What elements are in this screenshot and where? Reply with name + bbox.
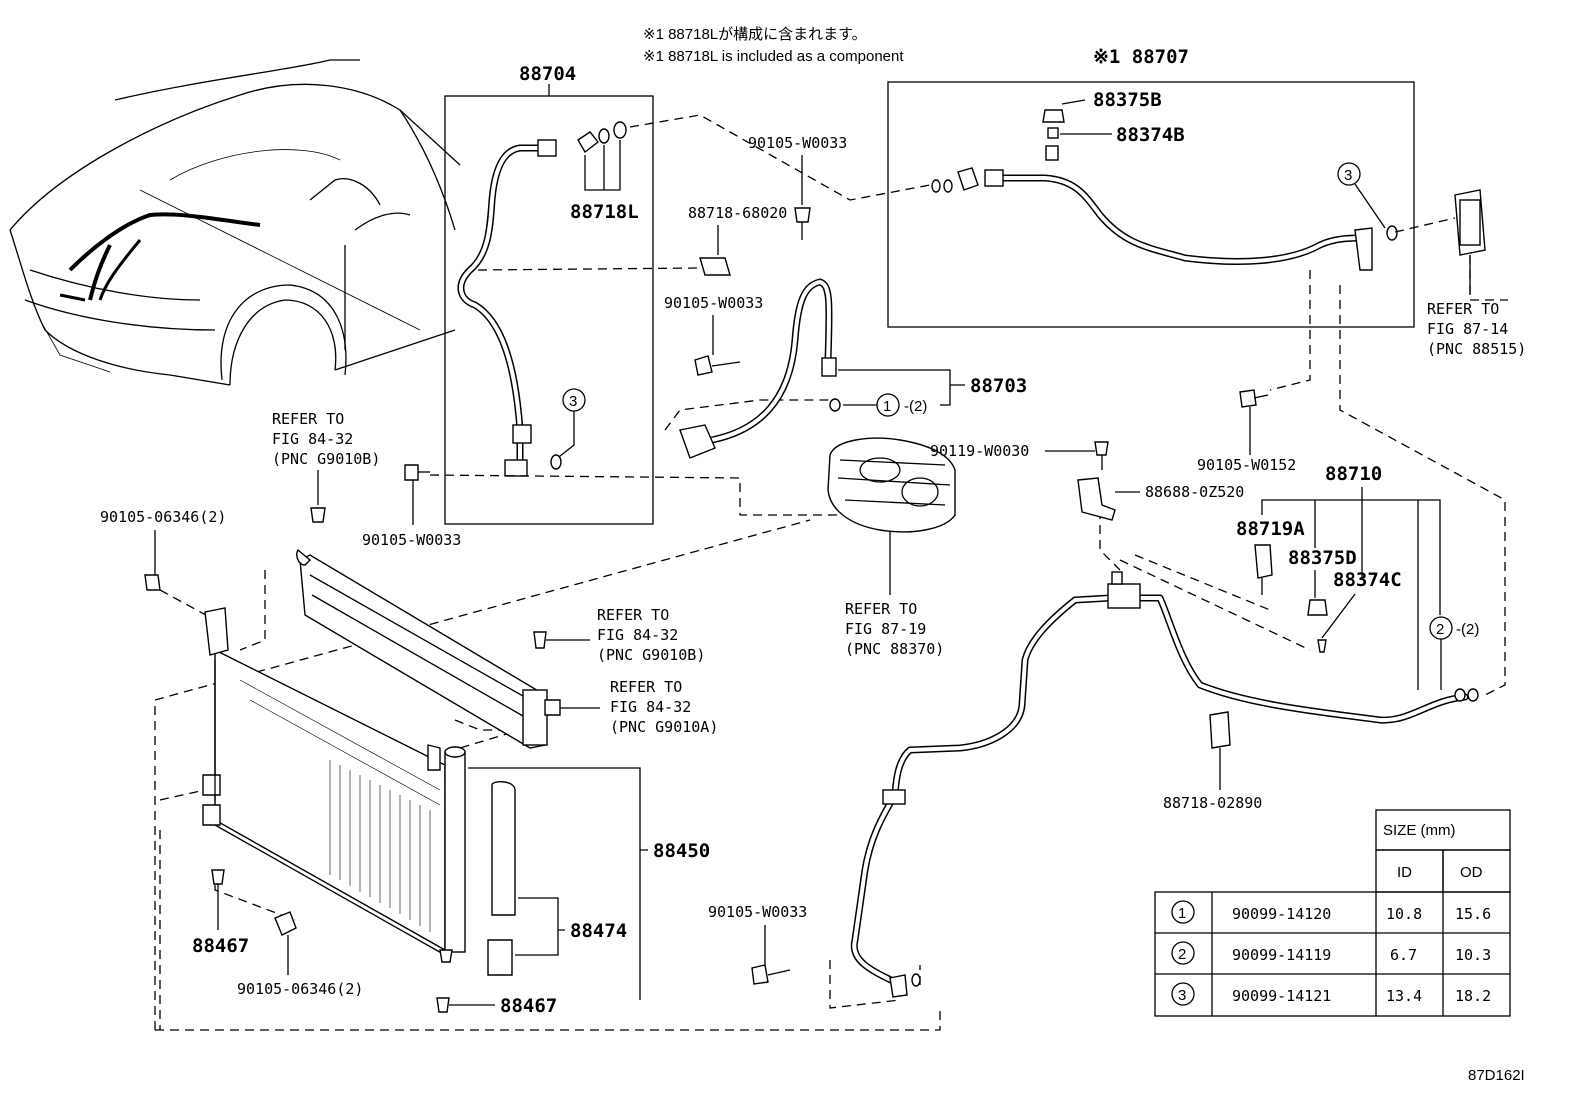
group-88707: ※1 88707 88375B 88374B 3 [887, 46, 1415, 328]
size-table-title: SIZE (mm) [1383, 822, 1456, 839]
group-88704: 88704 88718L 3 [444, 63, 654, 525]
refer2-line1[interactable]: REFER TO [597, 606, 669, 624]
label-88707[interactable]: ※1 88707 [1093, 46, 1189, 68]
refer1-line1[interactable]: REFER TO [272, 410, 344, 428]
refer5-line2[interactable]: FIG 87-14 [1427, 320, 1508, 338]
table-row: 1 90099-14120 10.8 15.6 [1171, 900, 1491, 924]
label-88375B[interactable]: 88375B [1093, 89, 1162, 111]
size-table: SIZE (mm) ID OD 1 90099-14120 10.8 15.6 … [1154, 809, 1511, 1017]
label-88474[interactable]: 88474 [570, 920, 627, 942]
label-88688-0z520[interactable]: 88688-0Z520 [1145, 483, 1244, 501]
label-88718-68020[interactable]: 88718-68020 [688, 204, 787, 222]
note-jp: ※1 88718Lが構成に含まれます。 [643, 26, 867, 43]
label-88704[interactable]: 88704 [519, 63, 576, 85]
refer4-line1[interactable]: REFER TO [845, 600, 917, 618]
refer1-line3[interactable]: (PNC G9010B) [272, 450, 380, 468]
label-88718L[interactable]: 88718L [570, 201, 639, 223]
refer5-line1[interactable]: REFER TO [1427, 300, 1499, 318]
expansion-valve: REFER TO FIG 87-14 (PNC 88515) [1427, 189, 1526, 358]
left-labels: REFER TO FIG 84-32 (PNC G9010B) 90105-W0… [100, 410, 461, 591]
table-row: 2 90099-14119 6.7 10.3 [1171, 941, 1491, 965]
label-90105-06346-b[interactable]: 90105-06346(2) [237, 980, 363, 998]
hose-88703: 88703 1 -(2) [679, 278, 1027, 459]
refer2-line2[interactable]: FIG 84-32 [597, 626, 678, 644]
row-part: 90099-14120 [1232, 905, 1331, 923]
row-id: 6.7 [1390, 946, 1417, 964]
note-en: ※1 88718L is included as a component [643, 48, 904, 65]
row-no: 1 [1178, 905, 1186, 922]
size-table-header-od: OD [1460, 864, 1483, 881]
label-88374C[interactable]: 88374C [1333, 569, 1402, 591]
refer4-line3[interactable]: (PNC 88370) [845, 640, 944, 658]
label-90105-w0033-d[interactable]: 90105-W0033 [362, 531, 461, 549]
size-table-header-id: ID [1397, 864, 1412, 881]
label-88719A[interactable]: 88719A [1236, 518, 1305, 540]
label-88710[interactable]: 88710 [1325, 463, 1382, 485]
row-part: 90099-14121 [1232, 987, 1331, 1005]
compressor: REFER TO FIG 87-19 (PNC 88370) [827, 437, 956, 658]
refer4-line2[interactable]: FIG 87-19 [845, 620, 926, 638]
row-no: 2 [1178, 946, 1186, 963]
callout-3-a: 3 [569, 393, 577, 410]
row-no: 3 [1178, 987, 1186, 1004]
row-od: 18.2 [1455, 987, 1491, 1005]
callout-2: 2 [1436, 621, 1444, 638]
refer2-line3[interactable]: (PNC G9010B) [597, 646, 705, 664]
line-88710: 88718-02890 88710 88719A 88375D 88374C 2… [708, 389, 1479, 998]
label-90105-w0152[interactable]: 90105-W0152 [1197, 456, 1296, 474]
dashed-connectors [154, 114, 1508, 1031]
bolts-middle: 90105-W0033 88718-68020 90105-W0033 9011… [664, 134, 1244, 521]
row-id: 13.4 [1386, 987, 1422, 1005]
vehicle-outline [9, 59, 461, 386]
qty-1: -(2) [904, 398, 927, 415]
figure-id: 87D162I [1468, 1067, 1525, 1084]
row-id: 10.8 [1386, 905, 1422, 923]
label-88467-a[interactable]: 88467 [192, 935, 249, 957]
row-od: 15.6 [1455, 905, 1491, 923]
label-88703[interactable]: 88703 [970, 375, 1027, 397]
callout-3-b: 3 [1344, 167, 1352, 184]
row-part: 90099-14119 [1232, 946, 1331, 964]
label-90105-w0033-c[interactable]: 90105-W0033 [708, 903, 807, 921]
label-90105-w0033-b[interactable]: 90105-W0033 [664, 294, 763, 312]
qty-2: -(2) [1456, 621, 1479, 638]
label-88450[interactable]: 88450 [653, 840, 710, 862]
label-88718-02890[interactable]: 88718-02890 [1163, 794, 1262, 812]
label-88375D[interactable]: 88375D [1288, 547, 1357, 569]
table-row: 3 90099-14121 13.4 18.2 [1171, 982, 1491, 1006]
refer3-line2[interactable]: FIG 84-32 [610, 698, 691, 716]
label-88374B[interactable]: 88374B [1116, 124, 1185, 146]
row-od: 10.3 [1455, 946, 1491, 964]
refer3-line1[interactable]: REFER TO [610, 678, 682, 696]
label-88467-b[interactable]: 88467 [500, 995, 557, 1017]
refer5-line3[interactable]: (PNC 88515) [1427, 340, 1526, 358]
callout-1: 1 [883, 398, 891, 415]
label-90119-w0030[interactable]: 90119-W0030 [930, 442, 1029, 460]
condenser-assembly: REFER TO FIG 84-32 (PNC G9010B) REFER TO… [192, 548, 718, 1017]
refer1-line2[interactable]: FIG 84-32 [272, 430, 353, 448]
refer3-line3[interactable]: (PNC G9010A) [610, 718, 718, 736]
label-90105-w0033-a[interactable]: 90105-W0033 [748, 134, 847, 152]
label-90105-06346-a[interactable]: 90105-06346(2) [100, 508, 226, 526]
